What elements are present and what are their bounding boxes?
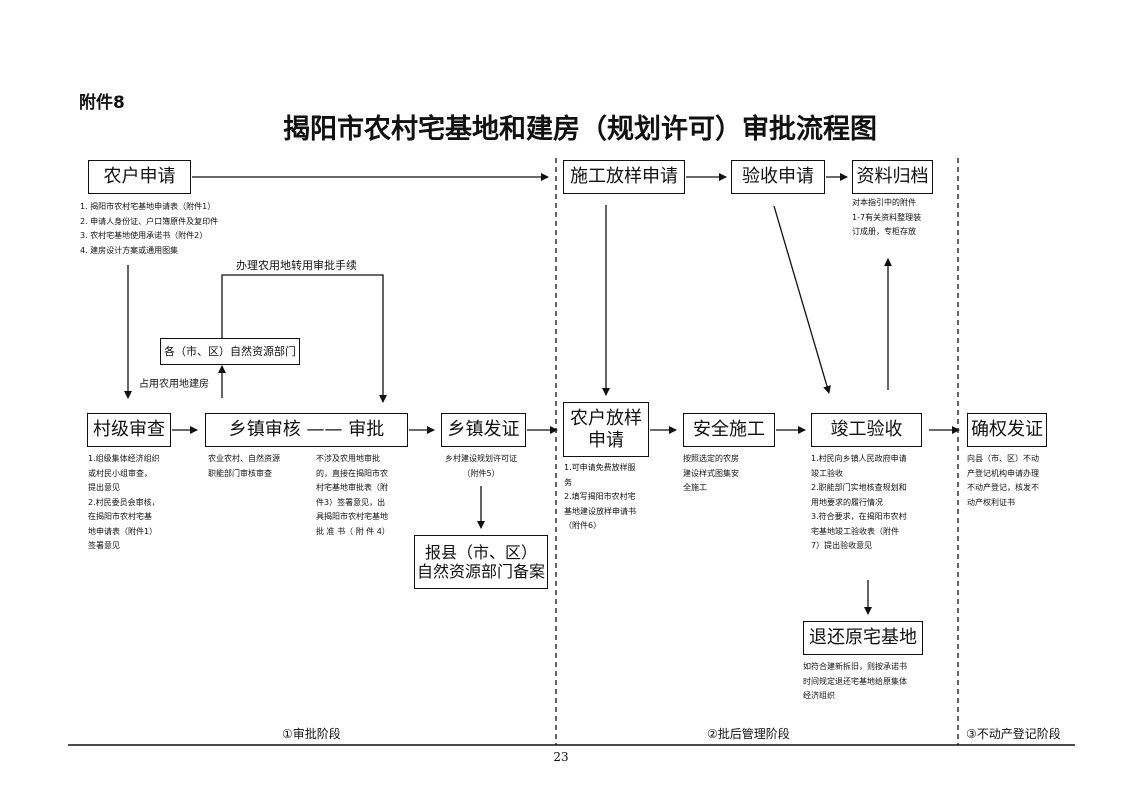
box-rights-certificate: 确权发证 xyxy=(967,413,1047,447)
note-line: 竣工验收 xyxy=(811,468,843,478)
non-farmland-notes: 不涉及农用地审批 的，直接在揭阳市农 村宅基地审批表（附 件3）签署意见，出 具… xyxy=(316,452,408,539)
township-depts-notes: 农业农村、自然资源 职能部门审核审查 xyxy=(208,452,308,481)
completion-notes: 1.村民向乡镇人民政府申请 竣工验收 2.职能部门实地核查规划和 用地要求的履行… xyxy=(811,452,951,554)
phase-label-approval: ①审批阶段 xyxy=(282,727,341,741)
note-line: 农业农村、自然资源 xyxy=(208,454,280,463)
note-line: 用地要求的履行情况 xyxy=(811,497,883,507)
note-line: 1-7有关资料整理装 xyxy=(852,212,922,222)
note-line: 宅基地竣工验收表（附件 xyxy=(811,526,899,536)
box-township-permit: 乡镇发证 xyxy=(441,413,526,447)
occupy-farmland-label: 占用农用地建房 xyxy=(139,379,209,390)
box-acceptance-apply: 验收申请 xyxy=(731,160,825,194)
note-line: 不动产登记，核发不 xyxy=(967,483,1039,492)
page-number: 23 xyxy=(553,750,569,764)
note-line: 2.村民委员会审核， xyxy=(88,497,160,507)
box-village-review: 村级审查 xyxy=(87,413,171,447)
note-line: （附件5） xyxy=(462,468,500,478)
box-safe-construction: 安全施工 xyxy=(683,413,775,447)
note-line: 乡村建设规划许可证 xyxy=(445,454,517,463)
farmer-apply-materials: 1. 揭阳市农村宅基地申请表（附件1） 2. 申请人身份证、户口簿原件及复印件 … xyxy=(80,200,320,258)
note-line: 1.可申请免费放样服 xyxy=(564,463,636,472)
box-county-record: 报县（市、区） 自然资源部门备案 xyxy=(414,535,548,589)
note-line: 村宅基地审批表（附 xyxy=(316,483,388,492)
box-farmer-layout-apply: 农户放样 申请 xyxy=(563,402,649,457)
note-line: 不涉及农用地审批 xyxy=(316,454,380,463)
arrow-acceptance-to-completion xyxy=(773,205,831,394)
phase-label-registration: ③不动产登记阶段 xyxy=(966,727,1061,741)
material-item: 2. 申请人身份证、户口簿原件及复印件 xyxy=(80,216,219,226)
note-line: 地申请表（附件1） xyxy=(88,526,158,536)
farmland-conversion-label: 办理农用地转用审批手续 xyxy=(236,259,357,272)
note-line: 经济组织 xyxy=(803,691,835,700)
note-line: 对本指引中的附件 xyxy=(852,198,916,207)
note-line: （附件6） xyxy=(564,521,602,530)
note-line: 如符合建新拆旧，则按承诺书 xyxy=(803,662,907,671)
permit-notes: 乡村建设规划许可证 （附件5） xyxy=(426,452,536,481)
safe-construction-notes: 按照选定的农房 建设样式图集安 全施工 xyxy=(683,452,773,496)
return-notes: 如符合建新拆旧，则按承诺书 时间规定退还宅基地给原集体 经济组织 xyxy=(803,660,953,704)
note-line: 职能部门审核审查 xyxy=(208,468,272,478)
note-line: 向县（市、区）不动 xyxy=(967,454,1039,463)
page-title: 揭阳市农村宅基地和建房（规划许可）审批流程图 xyxy=(283,114,877,145)
note-line: 建设样式图集安 xyxy=(683,468,739,478)
note-line: 2.填写揭阳市农村宅 xyxy=(564,492,636,501)
box-construction-layout-apply: 施工放样申请 xyxy=(563,160,685,194)
note-line: 订成册，专柜存放 xyxy=(852,227,916,236)
material-item: 1. 揭阳市农村宅基地申请表（附件1） xyxy=(80,202,216,211)
note-line: 3.符合要求，在揭阳市农村 xyxy=(811,512,907,521)
note-line: 签署意见 xyxy=(88,541,120,550)
note-line: 全施工 xyxy=(683,483,707,492)
note-line: 具揭阳市农村宅基地 xyxy=(316,512,388,521)
note-line: 1.村民向乡镇人民政府申请 xyxy=(811,454,907,463)
box-return-homestead: 退还原宅基地 xyxy=(803,621,923,655)
note-line: 动产权利证书 xyxy=(967,497,1015,507)
layout-notes: 1.可申请免费放样服 务 2.填写揭阳市农村宅 基地建设放样申请书 （附件6） xyxy=(564,461,656,534)
note-line: 基地建设放样申请书 xyxy=(564,506,636,516)
conversion-loop xyxy=(221,274,387,403)
box-completion-acceptance: 竣工验收 xyxy=(811,413,922,447)
note-line: 按照选定的农房 xyxy=(683,454,739,463)
note-line: 7）提出验收意见 xyxy=(811,541,873,550)
note-line: 或村民小组审查， xyxy=(88,468,152,478)
note-line: 提出意见 xyxy=(88,483,120,492)
note-line: 务 xyxy=(564,477,572,487)
note-line: 1.组级集体经济组织 xyxy=(88,454,160,463)
note-line: 2.职能部门实地核查规划和 xyxy=(811,483,907,492)
material-item: 4. 建房设计方案或通用图集 xyxy=(80,245,179,255)
box-resources-dept: 各（市、区）自然资源部门 xyxy=(160,338,300,365)
note-line: 时间规定退还宅基地给原集体 xyxy=(803,676,907,686)
attachment-label: 附件8 xyxy=(79,93,125,113)
phase-label-post-approval: ②批后管理阶段 xyxy=(707,727,790,741)
note-line: 产登记机构申请办理 xyxy=(967,468,1039,478)
note-line: 批 准 书（ 附 件 4） xyxy=(316,526,390,536)
box-township-review-approval: 乡镇审核 —— 审批 xyxy=(205,413,408,447)
archive-notes: 对本指引中的附件 1-7有关资料整理装 订成册，专柜存放 xyxy=(852,196,952,240)
note-line: 的，直接在揭阳市农 xyxy=(316,468,388,478)
note-line: 在揭阳市农村宅基 xyxy=(88,512,152,521)
note-line: 件3）签署意见，出 xyxy=(316,497,386,507)
material-item: 3. 农村宅基地使用承诺书（附件2） xyxy=(80,231,208,240)
rights-notes: 向县（市、区）不动 产登记机构申请办理 不动产登记，核发不 动产权利证书 xyxy=(967,452,1067,510)
box-farmer-apply: 农户申请 xyxy=(88,160,191,194)
village-review-notes: 1.组级集体经济组织 或村民小组审查， 提出意见 2.村民委员会审核， 在揭阳市… xyxy=(88,452,198,554)
box-archive: 资料归档 xyxy=(852,160,933,194)
